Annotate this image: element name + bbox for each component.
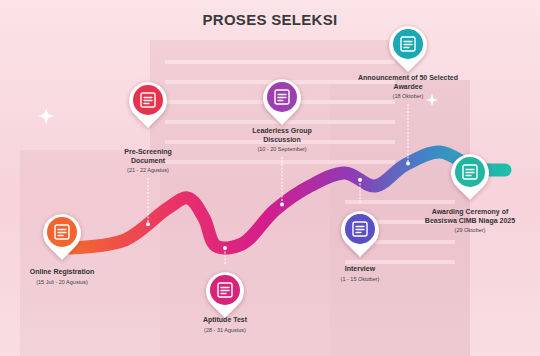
step-date: (29 Oktober) (420, 226, 520, 234)
building-photo (20, 40, 470, 356)
milestone-text: Interview(1 - 15 Oktober) (320, 265, 400, 283)
milestone-text: Leaderless Group Discussion(10 - 20 Sept… (237, 127, 327, 153)
pin-outline (451, 154, 489, 200)
leader-line (408, 104, 409, 163)
milestone-node: Pre-Screening Document(21 - 22 Agustus) (108, 78, 188, 174)
pin-marker (126, 78, 170, 130)
milestone-text: Pre-Screening Document(21 - 22 Agustus) (108, 148, 188, 174)
leader-dot (280, 202, 284, 206)
pin-icon (275, 90, 289, 104)
step-date: (1 - 15 Oktober) (320, 275, 400, 283)
milestone-node: Leaderless Group Discussion(10 - 20 Sept… (237, 75, 327, 153)
step-name: Awarding Ceremony of Beasiswa CIMB Niaga… (420, 208, 520, 225)
step-date: (10 - 20 September) (237, 145, 327, 153)
pin-circle (210, 275, 240, 305)
ribbon (70, 152, 505, 248)
step-name: Interview (320, 265, 400, 274)
pin-outline (43, 214, 81, 260)
pin-marker (203, 268, 247, 320)
pin-icon (218, 283, 232, 297)
milestone-node: Interview(1 - 15 Oktober) (320, 207, 400, 283)
pin-marker (338, 207, 382, 259)
pin-icon (141, 93, 155, 107)
milestone-node: Online Registration(15 Juli - 20 Agustus… (22, 210, 102, 286)
pin-marker (448, 150, 492, 202)
pin-circle (455, 157, 485, 187)
sparkle (38, 108, 54, 124)
step-date: (18 Oktober) (353, 92, 463, 100)
leader-line (148, 178, 149, 224)
step-name: Leaderless Group Discussion (237, 127, 327, 144)
pin-circle (393, 29, 423, 59)
sparkle (38, 94, 438, 124)
step-name: Online Registration (22, 268, 102, 277)
pin-marker (386, 22, 430, 74)
pin-outline (263, 79, 301, 125)
step-name: Aptitude Test (190, 316, 260, 325)
pin-marker (40, 210, 84, 262)
leader-line (225, 248, 226, 265)
ribbon-path (70, 152, 505, 248)
pin-circle (345, 214, 375, 244)
milestone-node: Aptitude Test(28 - 31 Agustus) (190, 268, 260, 334)
sparkle (426, 94, 438, 106)
pin-outline (389, 26, 427, 72)
leader-line (360, 180, 361, 204)
pin-circle (267, 82, 297, 112)
leader-dot (223, 246, 227, 250)
leader-line (282, 157, 283, 204)
pin-outline (341, 211, 379, 257)
leader-dot (146, 222, 150, 226)
pin-outline (129, 82, 167, 128)
pin-icon (401, 37, 415, 51)
milestone-text: Announcement of 50 Selected Awardee(18 O… (353, 74, 463, 100)
step-date: (15 Juli - 20 Agustus) (22, 278, 102, 286)
pin-marker (260, 75, 304, 127)
leader-dot (358, 178, 362, 182)
pin-circle (47, 217, 77, 247)
leader-dot (406, 161, 410, 165)
pin-outline (206, 272, 244, 318)
milestone-text: Awarding Ceremony of Beasiswa CIMB Niaga… (420, 208, 520, 234)
page-title: PROSES SELEKSI (202, 11, 337, 28)
step-name: Pre-Screening Document (108, 148, 188, 165)
pin-circle (133, 85, 163, 115)
pin-icon (55, 225, 69, 239)
milestone-text: Aptitude Test(28 - 31 Agustus) (190, 316, 260, 334)
milestone-text: Online Registration(15 Juli - 20 Agustus… (22, 268, 102, 286)
milestone-node: Awarding Ceremony of Beasiswa CIMB Niaga… (420, 150, 520, 234)
milestone-node: Announcement of 50 Selected Awardee(18 O… (353, 22, 463, 100)
step-date: (21 - 22 Agustus) (108, 166, 188, 174)
pin-icon (353, 222, 367, 236)
step-date: (28 - 31 Agustus) (190, 326, 260, 334)
step-name: Announcement of 50 Selected Awardee (353, 74, 463, 91)
leader-lines (146, 104, 410, 265)
pin-icon (463, 165, 477, 179)
